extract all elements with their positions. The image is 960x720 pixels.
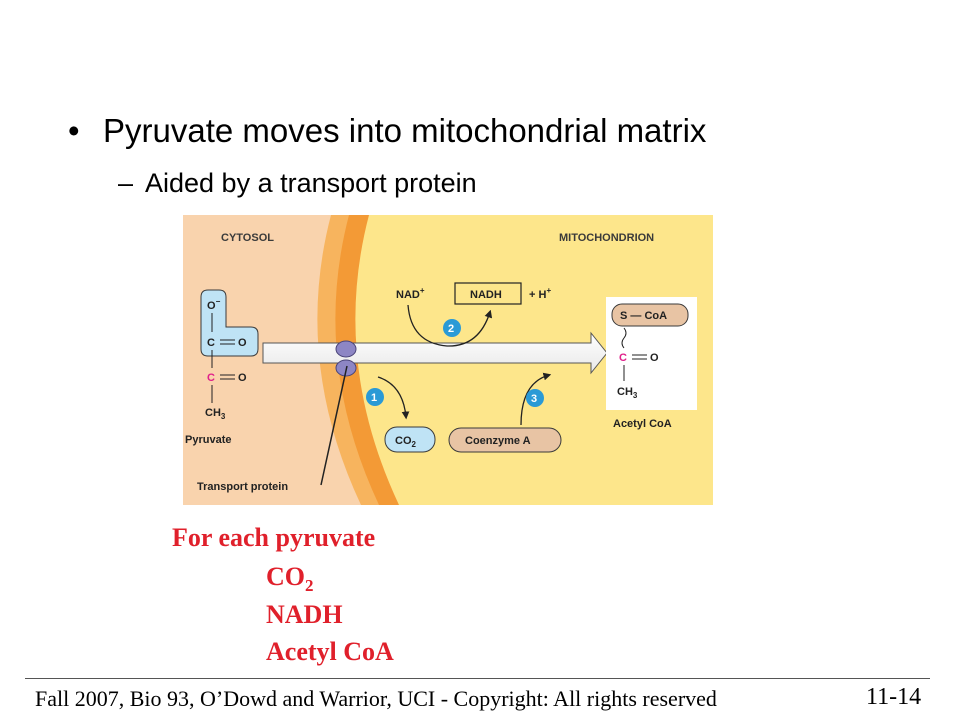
- summary-heading: For each pyruvate: [172, 523, 376, 552]
- wavy-bond: [621, 327, 627, 349]
- coenzyme-a-arrow: [520, 372, 552, 426]
- h-plus: + H+: [529, 286, 551, 301]
- acetyl-coa-label: Acetyl CoA: [613, 418, 672, 430]
- co2-text: CO2: [395, 435, 417, 449]
- main-bullet: • Pyruvate moves into mitochondrial matri…: [68, 112, 706, 150]
- step-2-circle: [443, 319, 461, 337]
- coenzyme-a-text: Coenzyme A: [465, 435, 531, 447]
- sub-bullet: –Aided by a transport protein: [118, 168, 477, 199]
- transport-protein-top: [335, 340, 357, 358]
- summary-co2: CO2: [266, 562, 314, 596]
- co2-box: [384, 426, 436, 453]
- nadh-text: NADH: [470, 289, 502, 301]
- main-bullet-text: Pyruvate moves into mitochondrial matrix: [103, 112, 707, 149]
- slide-number: 11-14: [866, 684, 922, 710]
- acetyl-oxygen: O: [650, 352, 659, 364]
- coenzyme-a-box: [448, 427, 562, 453]
- nad-plus: NAD+: [396, 286, 425, 301]
- pyruvate-transport-figure: CYTOSOL MITOCHONDRION O− C O C O CH3 Pyr…: [183, 215, 713, 505]
- decarboxylation-arrow: [377, 376, 410, 420]
- step-1-number: 1: [371, 392, 377, 404]
- methyl-group: CH3: [205, 407, 226, 421]
- s-coa-box: [611, 303, 689, 327]
- sub-bullet-marker: –: [118, 168, 134, 198]
- o-minus-atom: O−: [207, 297, 221, 312]
- acetyl-methyl: CH3: [617, 386, 638, 400]
- step-3-circle: [526, 389, 544, 407]
- cytosol-label: CYTOSOL: [221, 232, 274, 244]
- keto-oxygen: O: [238, 372, 247, 384]
- transport-protein-label: Transport protein: [197, 481, 288, 493]
- summary-acetyl-coa: Acetyl CoA: [266, 637, 394, 666]
- keto-carbon: C: [207, 372, 215, 384]
- step-2-number: 2: [448, 323, 454, 335]
- transport-pointer: [320, 365, 348, 486]
- carboxyl-carbon: C: [207, 337, 215, 349]
- nad-reduction-arrow: [407, 304, 493, 347]
- step-3-number: 3: [531, 393, 537, 405]
- nadh-box: [454, 282, 522, 305]
- mitochondrion-label: MITOCHONDRION: [559, 232, 654, 244]
- carboxyl-oxygen: O: [238, 337, 247, 349]
- sub-bullet-text: Aided by a transport protein: [145, 168, 477, 198]
- pyruvate-label: Pyruvate: [185, 434, 231, 446]
- summary-nadh: NADH: [266, 600, 343, 629]
- s-coa-text: S — CoA: [620, 310, 667, 322]
- step-1-circle: [366, 388, 384, 406]
- carboxyl-highlight: [200, 289, 259, 357]
- footer-copyright: Fall 2007, Bio 93, O’Dowd and Warrior, U…: [35, 686, 717, 711]
- acetyl-carbon: C: [619, 352, 627, 364]
- footer-divider: [25, 678, 930, 679]
- bullet-marker: •: [68, 112, 80, 149]
